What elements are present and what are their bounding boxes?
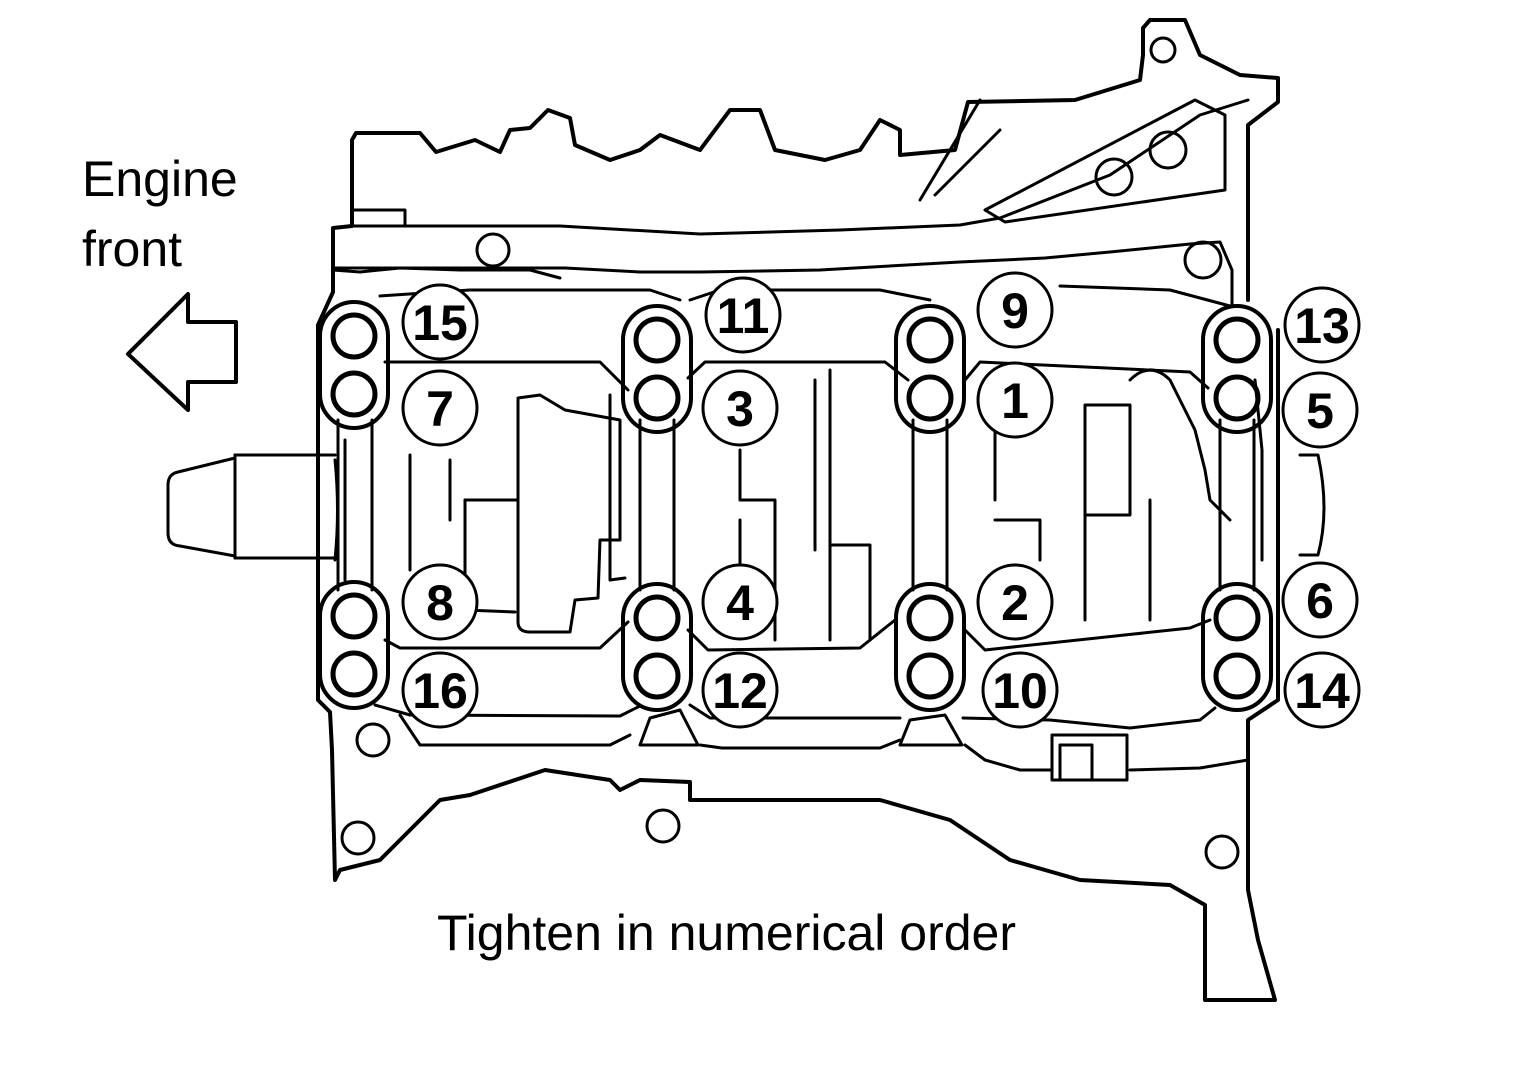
engine-front-label-line2: front: [82, 221, 182, 277]
bolt-hole-group-journal-2: [621, 304, 693, 712]
bolt-label-14: 14: [1283, 651, 1361, 729]
svg-text:16: 16: [412, 663, 468, 719]
bolt-label-8: 8: [401, 563, 479, 641]
bolt-hole-group-front: [318, 300, 390, 710]
svg-text:8: 8: [426, 575, 454, 631]
bolt-label-5: 5: [1281, 371, 1359, 449]
engine-front-label-line1: Engine: [82, 151, 238, 207]
bolt-label-10: 10: [981, 651, 1059, 729]
svg-text:3: 3: [726, 381, 754, 437]
engine-front-arrow-icon: [126, 292, 238, 412]
tighten-order-caption: Tighten in numerical order: [437, 905, 1016, 961]
bolt-label-4: 4: [701, 563, 779, 641]
svg-text:5: 5: [1306, 383, 1334, 439]
svg-text:7: 7: [426, 381, 454, 437]
svg-text:6: 6: [1306, 573, 1334, 629]
bolt-label-7: 7: [401, 369, 479, 447]
bolt-label-11: 11: [704, 276, 782, 354]
bolt-label-15: 15: [401, 283, 479, 361]
bolt-hole-group-journal-3: [894, 304, 966, 712]
svg-text:14: 14: [1294, 663, 1350, 719]
crankshaft-internals: [463, 368, 1326, 642]
bolt-label-16: 16: [401, 651, 479, 729]
bolt-label-9: 9: [976, 271, 1054, 349]
svg-text:10: 10: [992, 663, 1048, 719]
svg-text:13: 13: [1294, 298, 1350, 354]
crankshaft-nose: [166, 453, 337, 560]
svg-text:4: 4: [726, 575, 754, 631]
bolt-label-2: 2: [976, 563, 1054, 641]
upper-block-outline: [331, 18, 1280, 308]
bolt-hole-group-rear: [1201, 304, 1273, 712]
svg-text:12: 12: [712, 663, 768, 719]
svg-text:2: 2: [1001, 575, 1029, 631]
svg-text:15: 15: [412, 295, 468, 351]
bolt-label-12: 12: [701, 651, 779, 729]
block-left-wall: [316, 290, 1280, 1002]
svg-text:11: 11: [717, 288, 770, 344]
bearing-caps: [336, 360, 1256, 782]
bolt-label-13: 13: [1283, 286, 1361, 364]
bolt-label-1: 1: [976, 361, 1054, 439]
bolt-label-3: 3: [701, 369, 779, 447]
bolt-label-6: 6: [1281, 561, 1359, 639]
svg-text:9: 9: [1001, 283, 1029, 339]
svg-text:1: 1: [1001, 373, 1029, 429]
